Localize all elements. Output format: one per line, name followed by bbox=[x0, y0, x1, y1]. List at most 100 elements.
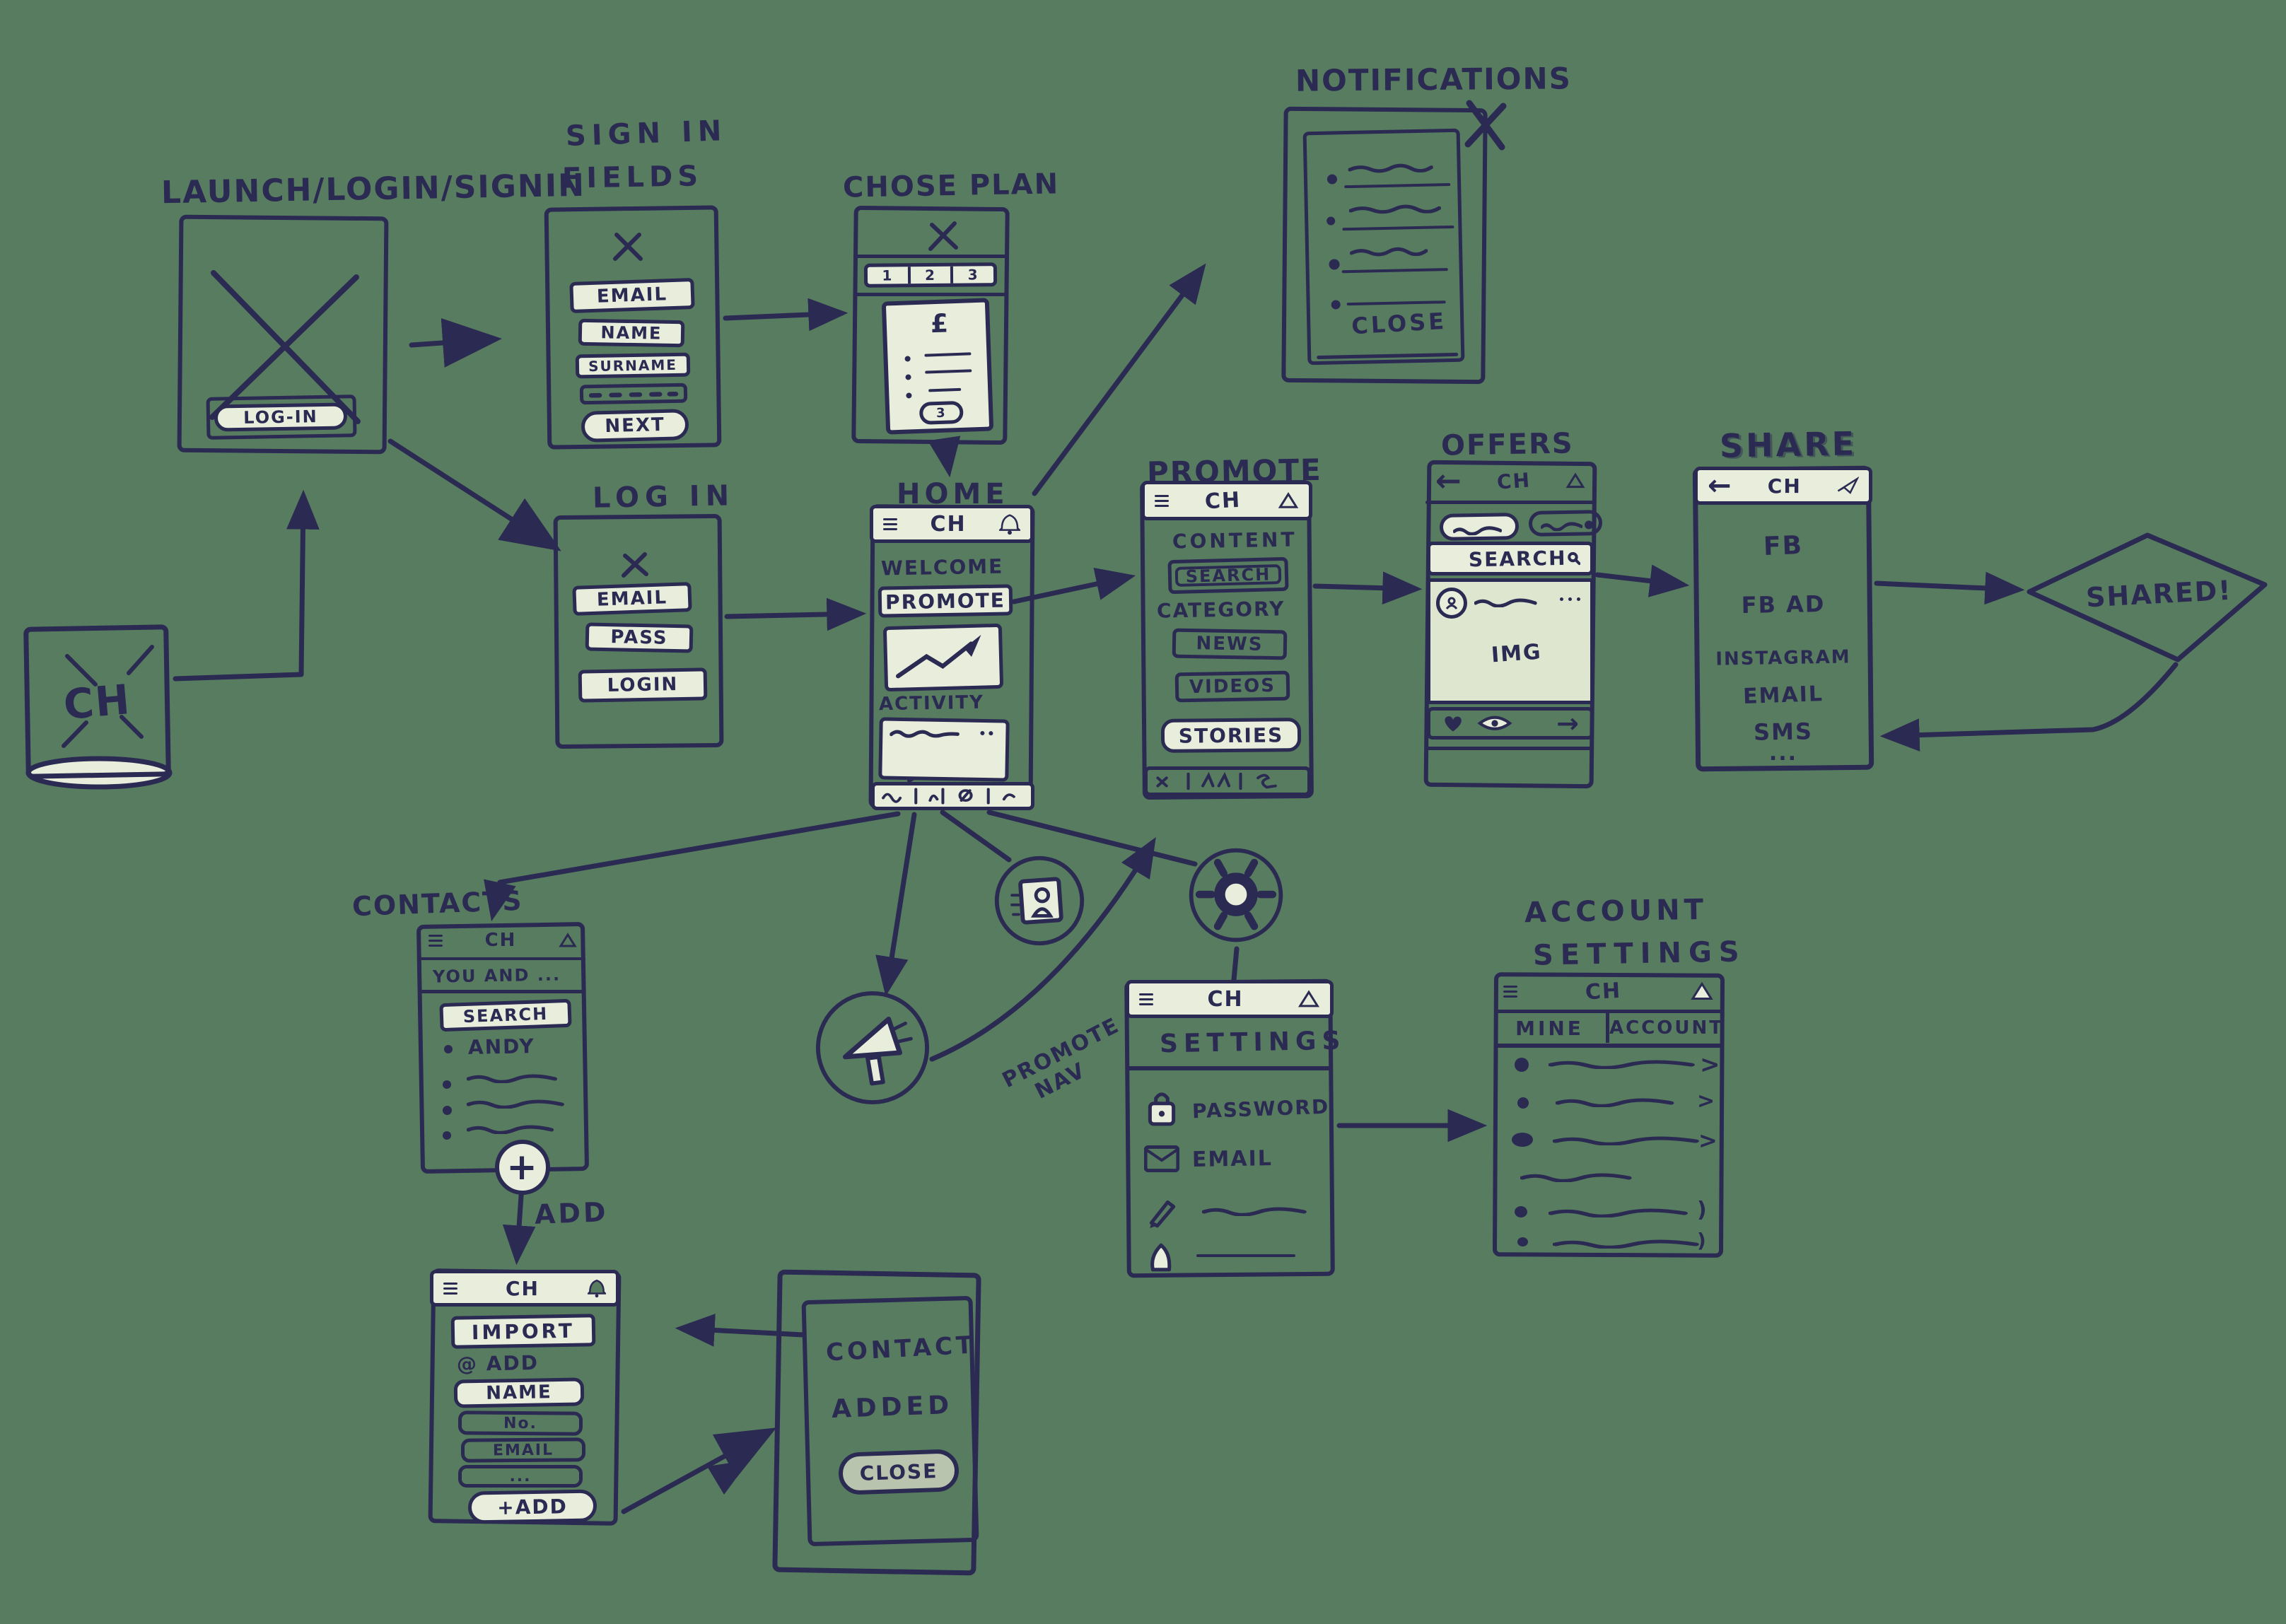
contacts-search-field[interactable]: SEARCH bbox=[439, 998, 572, 1032]
home-bottom-nav[interactable] bbox=[871, 782, 1034, 810]
name-field[interactable]: NAME bbox=[453, 1377, 585, 1408]
promote-news-field[interactable]: NEWS bbox=[1172, 628, 1288, 660]
share-arrow-icon[interactable]: → bbox=[1556, 708, 1580, 739]
promote-videos-field[interactable]: VIDEOS bbox=[1174, 670, 1290, 703]
contacts-row-2[interactable] bbox=[467, 1073, 559, 1083]
offers-filter-pill-2[interactable] bbox=[1528, 510, 1603, 537]
offers-filter-pill-1[interactable] bbox=[1439, 513, 1520, 541]
divider bbox=[1425, 501, 1595, 504]
divider bbox=[854, 255, 1007, 258]
settings-row-3-line[interactable] bbox=[1202, 1206, 1308, 1216]
more-field[interactable]: ... bbox=[458, 1465, 583, 1488]
account-row-5[interactable] bbox=[1549, 1208, 1690, 1217]
add-submit-button[interactable]: +ADD bbox=[467, 1489, 597, 1524]
menu-icon[interactable] bbox=[1503, 983, 1517, 1000]
menu-icon[interactable] bbox=[443, 1280, 457, 1297]
plan-step-1[interactable]: 1 bbox=[867, 267, 911, 284]
promote-search-field[interactable]: SEARCH bbox=[1167, 556, 1289, 595]
account-row-4[interactable] bbox=[1520, 1172, 1633, 1182]
share-option-fb[interactable]: FB bbox=[1763, 531, 1804, 561]
email-field[interactable]: EMAIL bbox=[460, 1437, 586, 1463]
add-row-label[interactable]: @ ADD bbox=[456, 1350, 540, 1377]
share-option-fb-ad[interactable]: FB AD bbox=[1741, 590, 1826, 619]
settings-row-4-line bbox=[1196, 1254, 1295, 1257]
home-promote-button[interactable]: PROMOTE bbox=[877, 584, 1013, 618]
plan-steps-bar[interactable]: 1 2 3 bbox=[863, 262, 998, 288]
login-email-field[interactable]: EMAIL bbox=[572, 582, 692, 616]
home-icon[interactable] bbox=[1565, 472, 1585, 489]
home-icon[interactable] bbox=[1297, 989, 1320, 1009]
login-submit-button[interactable]: LOGIN bbox=[578, 667, 708, 703]
launch-login-button[interactable]: LOG-IN bbox=[214, 402, 348, 432]
plan-step-2[interactable]: 2 bbox=[910, 266, 954, 284]
menu-icon[interactable] bbox=[883, 515, 897, 533]
share-option-instagram[interactable]: INSTAGRAM bbox=[1715, 646, 1851, 670]
account-settings-title-line2: SETTINGS bbox=[1532, 935, 1747, 972]
tab-mine[interactable]: MINE bbox=[1493, 1013, 1609, 1043]
offers-action-bar: → bbox=[1427, 707, 1594, 740]
bell-icon[interactable] bbox=[999, 513, 1020, 535]
send-icon[interactable] bbox=[1836, 477, 1859, 495]
divider bbox=[1495, 1044, 1722, 1048]
contact-added-close-button[interactable]: CLOSE bbox=[838, 1449, 960, 1495]
contacts-row-4[interactable] bbox=[467, 1124, 555, 1134]
contacts-row-3[interactable] bbox=[467, 1099, 566, 1109]
promote-bottom-nav[interactable] bbox=[1144, 766, 1311, 796]
eye-icon[interactable] bbox=[1476, 715, 1513, 732]
promote-search-inner: SEARCH bbox=[1174, 564, 1282, 587]
menu-icon[interactable] bbox=[1139, 991, 1153, 1008]
launch-title: LAUNCH/LOGIN/SIGNIN bbox=[161, 167, 586, 211]
login-password-field[interactable]: PASS bbox=[585, 622, 694, 653]
divider bbox=[420, 990, 585, 993]
settings-item-password[interactable]: PASSWORD bbox=[1191, 1094, 1330, 1123]
menu-icon[interactable] bbox=[428, 932, 443, 950]
signin-name-field[interactable]: NAME bbox=[578, 318, 685, 348]
notifications-close-button[interactable]: CLOSE bbox=[1351, 307, 1448, 340]
home-icon[interactable] bbox=[559, 933, 577, 948]
promote-nav-circle[interactable] bbox=[813, 988, 932, 1107]
account-row-2[interactable] bbox=[1556, 1097, 1676, 1107]
account-row-1[interactable] bbox=[1549, 1059, 1697, 1069]
chart-arrow-icon bbox=[896, 634, 981, 679]
home-icon[interactable] bbox=[1278, 491, 1299, 510]
signin-email-field[interactable]: EMAIL bbox=[569, 277, 695, 314]
signin-surname-field[interactable]: SURNAME bbox=[575, 352, 691, 379]
bottom-nav-glyphs bbox=[882, 788, 1015, 805]
back-icon[interactable]: ← bbox=[1435, 462, 1463, 499]
back-icon[interactable]: ← bbox=[1708, 469, 1733, 502]
paren-icon: ) bbox=[1697, 1229, 1708, 1252]
account-row-6[interactable] bbox=[1553, 1239, 1701, 1249]
signin-title-line2: FIELDS bbox=[561, 160, 704, 195]
offers-image-label: IMG bbox=[1490, 639, 1543, 668]
search-icon[interactable] bbox=[1567, 547, 1580, 571]
decision-diamond bbox=[2027, 532, 2268, 662]
signin-next-button[interactable]: NEXT bbox=[581, 409, 689, 443]
contacts-add-label: ADD bbox=[534, 1196, 610, 1230]
import-button[interactable]: IMPORT bbox=[450, 1314, 596, 1349]
app-icon[interactable]: CH bbox=[23, 624, 171, 779]
home-chart-card[interactable] bbox=[882, 623, 1004, 692]
home-activity-label: ACTIVITY bbox=[878, 691, 985, 715]
add-contact-fab[interactable]: + bbox=[495, 1140, 550, 1195]
contacts-row-1[interactable]: ANDY bbox=[467, 1034, 535, 1059]
promote-stories-field[interactable]: STORIES bbox=[1160, 718, 1302, 753]
signin-extra-field[interactable] bbox=[579, 382, 688, 405]
home-activity-card[interactable] bbox=[878, 717, 1010, 782]
share-option-more[interactable]: ... bbox=[1768, 741, 1798, 766]
plan-card[interactable]: £ 3 bbox=[881, 298, 994, 435]
settings-nav-circle[interactable] bbox=[1185, 846, 1287, 947]
menu-icon[interactable] bbox=[1155, 492, 1169, 510]
contacts-nav-circle[interactable] bbox=[991, 853, 1087, 949]
offers-search-bar[interactable]: SEARCH bbox=[1427, 542, 1594, 576]
offers-image-card[interactable]: IMG bbox=[1427, 578, 1594, 704]
bell-icon[interactable] bbox=[588, 1278, 606, 1298]
gear-icon bbox=[1195, 858, 1277, 930]
home-icon[interactable] bbox=[1690, 981, 1714, 1002]
settings-item-email[interactable]: EMAIL bbox=[1191, 1146, 1273, 1172]
account-row-3[interactable] bbox=[1553, 1135, 1701, 1145]
plan-step-3[interactable]: 3 bbox=[967, 266, 979, 284]
number-field[interactable]: No. bbox=[457, 1410, 583, 1436]
heart-icon[interactable] bbox=[1440, 713, 1466, 734]
tab-account[interactable]: ACCOUNT bbox=[1609, 1017, 1724, 1039]
account-settings-logo: CH bbox=[1585, 978, 1623, 1005]
